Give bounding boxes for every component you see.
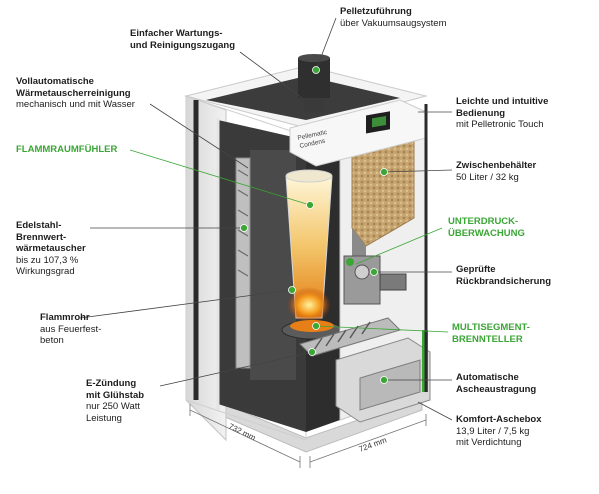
dimension-width-text: 724 mm: [358, 435, 389, 453]
label-exchanger-title-3: wärmetauscher: [16, 243, 86, 254]
leader-dot-exchanger: [240, 224, 248, 232]
label-heat-cleaning-title-2: Wärmetauscherreinigung: [16, 87, 131, 99]
leader-lines: [79, 17, 453, 421]
label-exchanger-sub-2: Wirkungsgrad: [16, 266, 75, 277]
leader-dot-burner: [312, 322, 320, 330]
leader-buffer: [383, 169, 453, 173]
backfire-valve: [343, 255, 407, 305]
leader-flame-tube: [79, 289, 293, 319]
label-vacuum-title-1: UNTERDRUCK-: [448, 216, 519, 227]
leader-pellet-feed: [315, 17, 337, 71]
label-ignition: E-Zündung mit Glühstab nur 250 Watt Leis…: [86, 378, 144, 424]
leader-maintenance: [239, 51, 303, 99]
label-exchanger: Edelstahl- Brennwert- wärmetauscher bis …: [16, 220, 86, 278]
label-exchanger-title-2: Brennwert-: [16, 231, 67, 243]
pellet-feed-pipe: [298, 54, 330, 112]
label-ignition-sub-2: Leistung: [86, 412, 122, 424]
label-ash-box-sub-1: 13,9 Liter / 7,5 kg: [456, 425, 530, 437]
ash-auger: [299, 317, 401, 357]
leader-dot-ignition: [308, 348, 316, 356]
label-operation: Leichte und intuitive Bedienung mit Pell…: [456, 96, 548, 131]
label-ignition-title-2: mit Glühstab: [86, 389, 145, 401]
label-maintenance-title-1: Einfacher Wartungs-: [130, 28, 223, 39]
label-ash-box-title: Komfort-Aschebox: [456, 414, 542, 425]
label-pellet-feed: Pelletzuführung über Vakuumsaugsystem: [340, 6, 447, 29]
boiler-frame: [193, 100, 428, 410]
leader-dot-ash-auto: [380, 376, 388, 384]
label-pellet-feed-sub: über Vakuumsaugsystem: [340, 17, 447, 29]
leader-ignition: [159, 351, 313, 387]
leader-dot-pellet-feed: [312, 66, 320, 74]
label-exchanger-title-1: Edelstahl-: [16, 220, 62, 231]
label-ash-auto-title-2: Ascheaustragung: [456, 383, 537, 395]
heat-exchanger-tube: [235, 157, 251, 369]
label-flame-sensor: FLAMMRAUMFÜHLER: [16, 144, 117, 156]
label-operation-title-2: Bedienung: [456, 107, 506, 119]
label-ash-auto: Automatische Ascheaustragung: [456, 372, 536, 395]
label-heat-cleaning-title-1: Vollautomatische: [16, 76, 94, 87]
label-burner: MULTISEGMENT- BRENNTELLER: [452, 322, 530, 345]
leader-dot-buffer: [380, 168, 388, 176]
label-maintenance-title-2: und Reinigungszugang: [130, 39, 236, 51]
label-operation-title-1: Leichte und intuitive: [456, 96, 549, 107]
label-burner-title-1: MULTISEGMENT-: [452, 322, 530, 333]
label-ash-box: Komfort-Aschebox 13,9 Liter / 7,5 kg mit…: [456, 414, 542, 449]
leader-burner: [315, 325, 449, 333]
label-backfire: Geprüfte Rückbrandsicherung: [456, 264, 551, 287]
label-flame-tube-title: Flammrohr: [40, 312, 90, 323]
label-flame-tube-sub-2: beton: [40, 335, 64, 346]
label-maintenance: Einfacher Wartungs- und Reinigungszugang: [130, 28, 235, 51]
label-heat-cleaning: Vollautomatische Wärmetauscherreinigung …: [16, 76, 135, 111]
label-vacuum-title-2: ÜBERWACHUNG: [448, 227, 525, 239]
label-vacuum: UNTERDRUCK- ÜBERWACHUNG: [448, 216, 525, 239]
burner-plate: [281, 320, 343, 340]
label-exchanger-sub-1: bis zu 107,3 %: [16, 254, 79, 266]
label-ignition-title-1: E-Zündung: [86, 378, 137, 389]
label-ash-auto-title-1: Automatische: [456, 372, 519, 383]
leader-ash-box: [417, 401, 453, 421]
label-operation-sub: mit Pelletronic Touch: [456, 119, 544, 130]
label-buffer-title: Zwischenbehälter: [456, 160, 537, 171]
label-flame-tube: Flammrohr aus Feuerfest- beton: [40, 312, 101, 347]
flame-tube: [285, 169, 333, 323]
label-backfire-title-1: Geprüfte: [456, 264, 496, 275]
label-burner-title-2: BRENNTELLER: [452, 333, 523, 345]
leader-dot-flame-sensor: [306, 201, 314, 209]
label-heat-cleaning-sub: mechanisch und mit Wasser: [16, 99, 135, 110]
leader-dot-flame-tube: [288, 286, 296, 294]
leader-vacuum: [355, 227, 443, 265]
label-buffer-sub: 50 Liter / 32 kg: [456, 171, 519, 183]
leader-heat-cleaning: [149, 103, 249, 169]
label-flame-tube-sub-1: aus Feuerfest-: [40, 323, 102, 335]
leader-dot-backfire: [370, 268, 378, 276]
label-buffer: Zwischenbehälter 50 Liter / 32 kg: [456, 160, 536, 183]
label-backfire-title-2: Rückbrandsicherung: [456, 275, 552, 287]
label-flame-sensor-title: FLAMMRAUMFÜHLER: [16, 144, 118, 155]
label-pellet-feed-title: Pelletzuführung: [340, 6, 412, 17]
leader-flame-sensor: [129, 149, 311, 206]
label-ignition-sub-1: nur 250 Watt: [86, 401, 141, 412]
label-ash-box-sub-2: mit Verdichtung: [456, 437, 522, 448]
